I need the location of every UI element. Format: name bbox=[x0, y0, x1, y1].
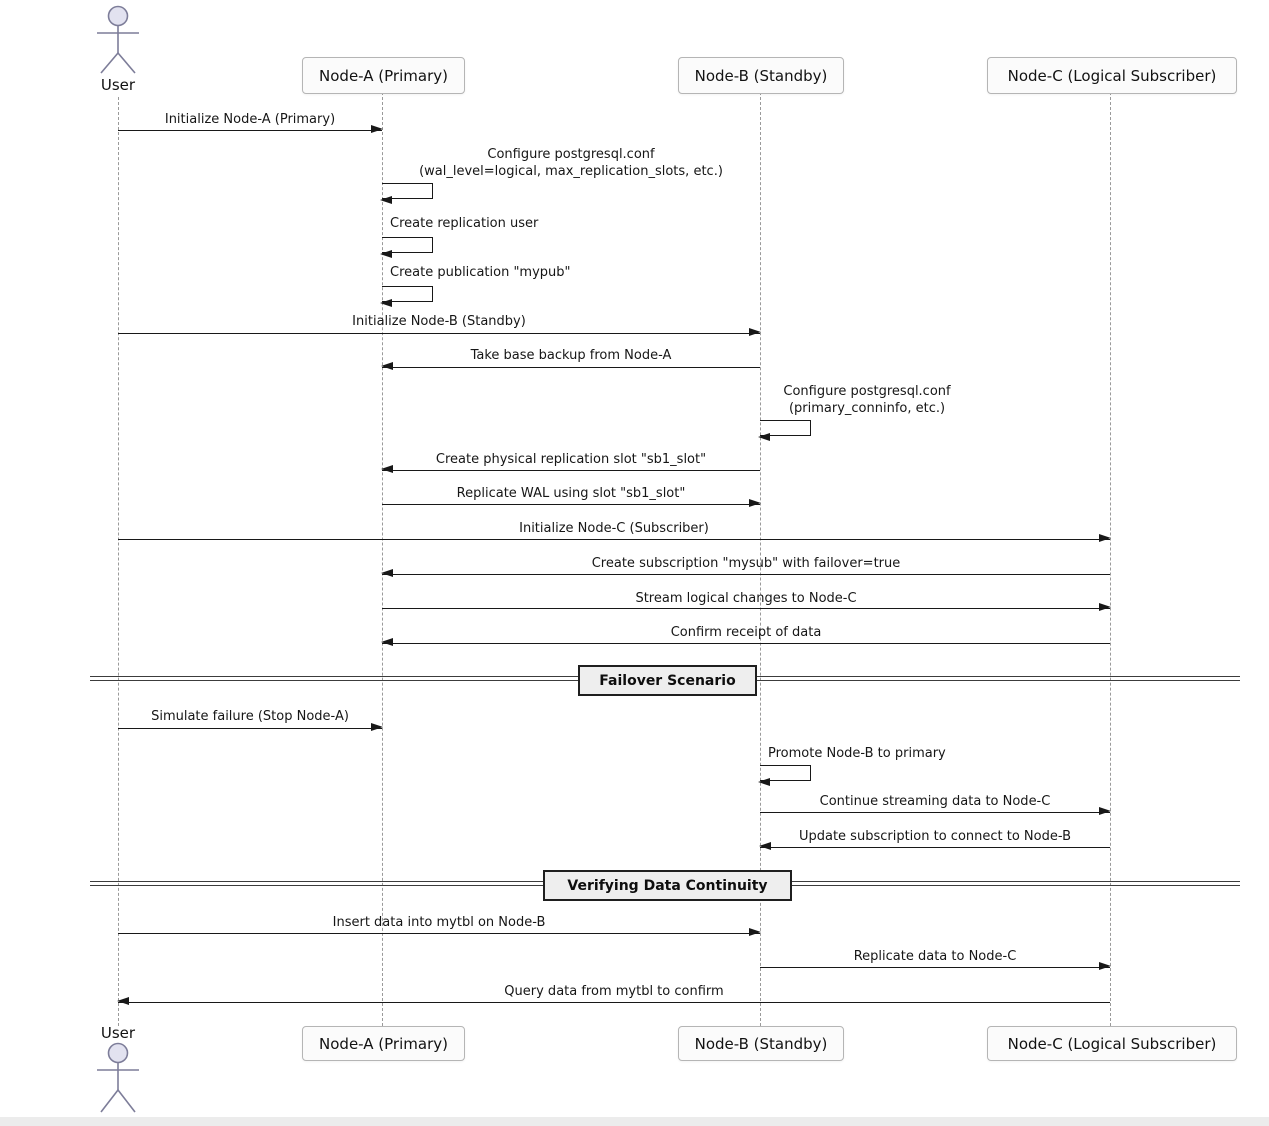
message-arrow bbox=[759, 842, 1110, 851]
message-arrow bbox=[118, 328, 761, 337]
msg-update-subscription: Update subscription to connect to Node-B bbox=[759, 829, 1110, 851]
arrowhead-right-icon bbox=[1099, 962, 1111, 971]
arrowhead-right-icon bbox=[749, 928, 761, 937]
msg-replicate-data: Replicate data to Node-C bbox=[760, 949, 1111, 971]
arrowhead-left-icon bbox=[381, 465, 393, 474]
message-label: Query data from mytbl to confirm bbox=[504, 984, 724, 999]
arrowhead-left-icon bbox=[380, 196, 392, 205]
message-label: Confirm receipt of data bbox=[670, 625, 822, 640]
arrowhead-right-icon bbox=[749, 499, 761, 508]
message-label-line1: Configure postgresql.conf bbox=[783, 384, 951, 399]
msg-initialize-node-a: Initialize Node-A (Primary) bbox=[118, 112, 383, 134]
self-message-arrow bbox=[380, 286, 433, 308]
message-label: Promote Node-B to primary bbox=[768, 746, 946, 761]
participant-node-a-top: Node-A (Primary) bbox=[302, 57, 465, 94]
participant-node-a-bottom: Node-A (Primary) bbox=[302, 1026, 465, 1061]
message-arrow bbox=[118, 928, 761, 937]
msg-initialize-node-b: Initialize Node-B (Standby) bbox=[118, 314, 761, 337]
arrowhead-left-icon bbox=[117, 997, 129, 1006]
message-arrow bbox=[381, 362, 760, 371]
message-arrow bbox=[760, 807, 1111, 816]
msg-take-base-backup: Take base backup from Node-A bbox=[381, 348, 760, 371]
message-label: Initialize Node-B (Standby) bbox=[352, 314, 526, 329]
msg-replicate-wal: Replicate WAL using slot "sb1_slot" bbox=[382, 486, 761, 508]
message-label: Create subscription "mysub" with failove… bbox=[591, 556, 901, 571]
message-label-line2: (wal_level=logical, max_replication_slot… bbox=[419, 164, 723, 179]
message-arrow bbox=[118, 723, 383, 732]
arrowhead-right-icon bbox=[371, 723, 383, 732]
lifeline-user bbox=[117, 97, 119, 1026]
message-label: Replicate WAL using slot "sb1_slot" bbox=[456, 486, 686, 501]
message-label: Insert data into mytbl on Node-B bbox=[332, 915, 546, 930]
user-actor-icon bbox=[97, 5, 139, 74]
arrowhead-left-icon bbox=[381, 362, 393, 371]
message-label: Update subscription to connect to Node-B bbox=[798, 829, 1072, 844]
message-label: Simulate failure (Stop Node-A) bbox=[151, 709, 349, 724]
msg-simulate-failure: Simulate failure (Stop Node-A) bbox=[118, 709, 383, 732]
divider-label: Verifying Data Continuity bbox=[543, 870, 792, 901]
participant-node-b-top: Node-B (Standby) bbox=[678, 57, 844, 94]
msg-insert-data: Insert data into mytbl on Node-B bbox=[118, 915, 761, 937]
actor-label-user-top: User bbox=[100, 76, 136, 94]
lifeline-node-a bbox=[381, 92, 383, 1026]
participant-node-c-top: Node-C (Logical Subscriber) bbox=[987, 57, 1237, 94]
participant-node-b-bottom: Node-B (Standby) bbox=[678, 1026, 844, 1061]
message-label: Configure postgresql.conf (primary_conni… bbox=[768, 383, 966, 417]
self-message-arrow bbox=[380, 183, 433, 205]
message-label: Take base backup from Node-A bbox=[470, 348, 672, 363]
arrowhead-left-icon bbox=[380, 299, 392, 308]
arrowhead-left-icon bbox=[758, 778, 770, 787]
message-arrow bbox=[117, 997, 1110, 1006]
message-arrow bbox=[760, 962, 1111, 971]
message-arrow bbox=[381, 638, 1110, 647]
message-label: Initialize Node-A (Primary) bbox=[164, 112, 336, 127]
lifeline-node-c bbox=[1109, 92, 1111, 1026]
message-label: Initialize Node-C (Subscriber) bbox=[519, 521, 709, 536]
user-actor-icon bbox=[97, 1042, 139, 1113]
msg-stream-logical-changes: Stream logical changes to Node-C bbox=[382, 591, 1111, 612]
message-arrow bbox=[381, 569, 1110, 578]
msg-create-physical-slot: Create physical replication slot "sb1_sl… bbox=[381, 452, 760, 474]
message-label: Create replication user bbox=[390, 216, 539, 231]
message-label-line1: Configure postgresql.conf bbox=[487, 147, 655, 162]
arrowhead-left-icon bbox=[381, 638, 393, 647]
actor-label-user-bottom: User bbox=[100, 1024, 136, 1042]
lifeline-node-b bbox=[759, 92, 761, 1026]
message-label: Create publication "mypub" bbox=[390, 265, 571, 280]
arrowhead-left-icon bbox=[381, 569, 393, 578]
msg-continue-streaming: Continue streaming data to Node-C bbox=[760, 794, 1111, 816]
message-arrow bbox=[381, 465, 760, 474]
arrowhead-left-icon bbox=[759, 842, 771, 851]
message-label-line2: (primary_conninfo, etc.) bbox=[788, 401, 946, 416]
message-arrow bbox=[118, 534, 1111, 543]
message-label: Replicate data to Node-C bbox=[853, 949, 1017, 964]
participant-node-c-bottom: Node-C (Logical Subscriber) bbox=[987, 1026, 1237, 1061]
msg-confirm-receipt: Confirm receipt of data bbox=[381, 625, 1110, 647]
message-label: Configure postgresql.conf (wal_level=log… bbox=[387, 146, 755, 180]
arrowhead-right-icon bbox=[749, 328, 761, 337]
arrowhead-left-icon bbox=[758, 433, 770, 442]
arrowhead-right-icon bbox=[1099, 534, 1111, 543]
arrowhead-left-icon bbox=[380, 250, 392, 259]
message-label: Create physical replication slot "sb1_sl… bbox=[435, 452, 707, 467]
message-arrow bbox=[382, 603, 1111, 612]
arrowhead-right-icon bbox=[1099, 807, 1111, 816]
divider-label: Failover Scenario bbox=[578, 665, 757, 696]
arrowhead-right-icon bbox=[371, 125, 383, 134]
window-bottom-strip bbox=[0, 1117, 1269, 1126]
msg-create-subscription: Create subscription "mysub" with failove… bbox=[381, 556, 1110, 578]
message-label: Continue streaming data to Node-C bbox=[819, 794, 1051, 809]
self-message-arrow bbox=[758, 420, 811, 442]
msg-query-data: Query data from mytbl to confirm bbox=[117, 984, 1110, 1006]
self-message-arrow bbox=[380, 237, 433, 259]
message-arrow bbox=[382, 499, 761, 508]
message-arrow bbox=[118, 125, 383, 134]
message-label: Stream logical changes to Node-C bbox=[635, 591, 857, 606]
msg-initialize-node-c: Initialize Node-C (Subscriber) bbox=[118, 521, 1111, 543]
arrowhead-right-icon bbox=[1099, 603, 1111, 612]
self-message-arrow bbox=[758, 765, 811, 787]
